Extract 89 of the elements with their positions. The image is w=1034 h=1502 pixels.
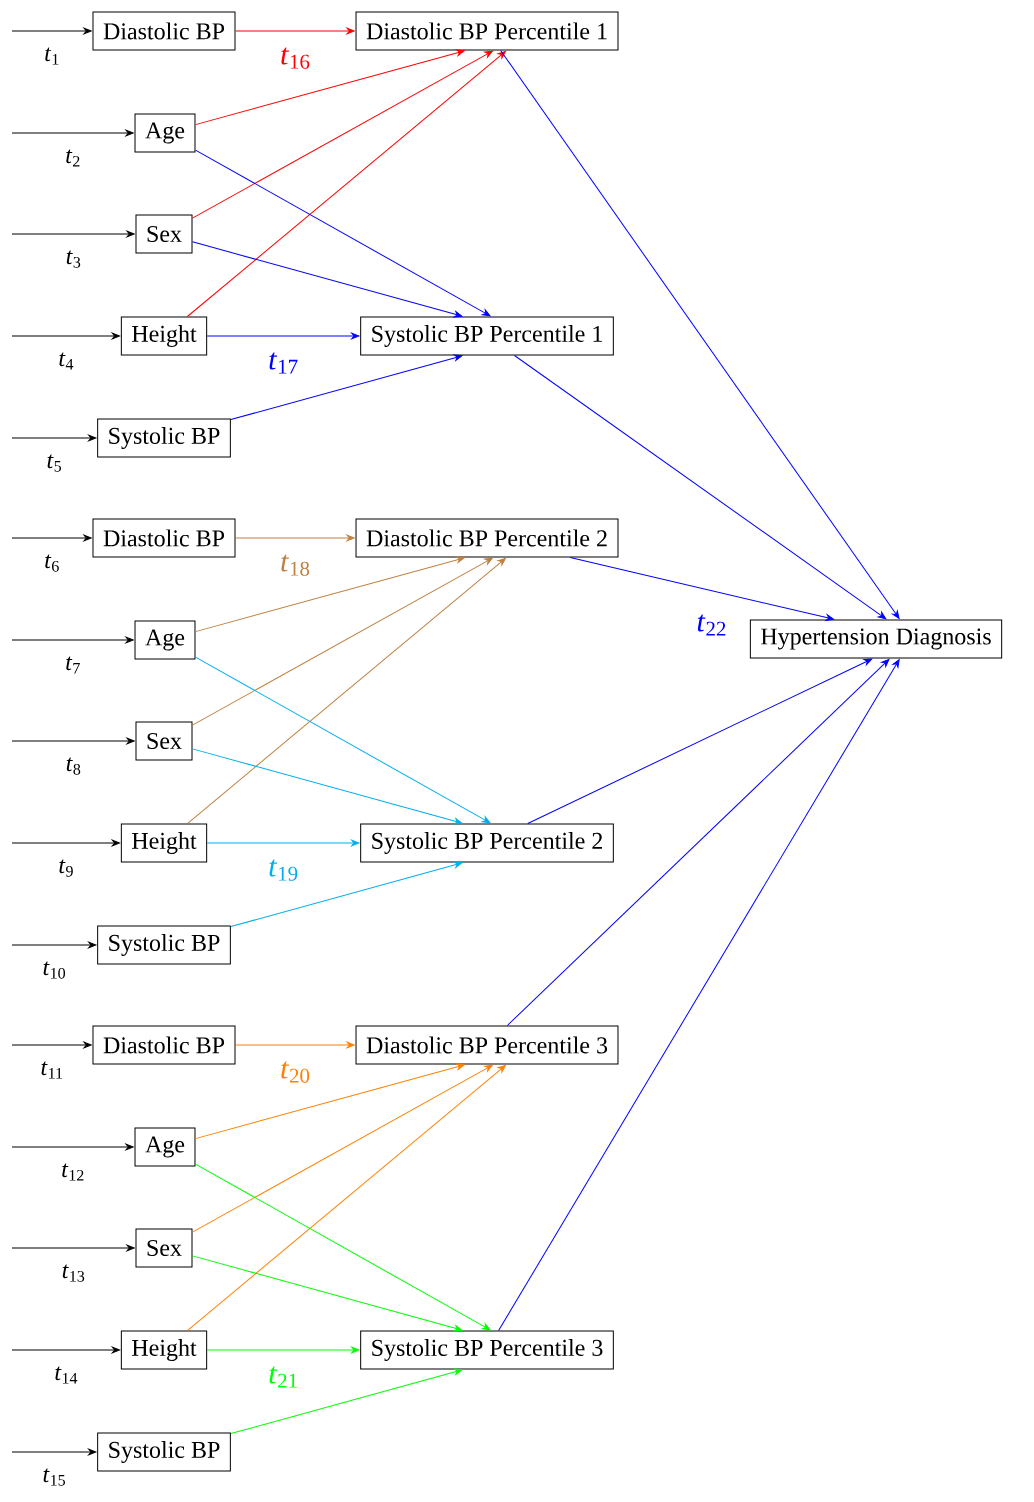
arrow [192, 748, 463, 825]
arrow [195, 149, 491, 317]
arrow [11, 737, 135, 745]
arrow [206, 839, 360, 847]
input-box: Age [134, 1127, 196, 1167]
arrow [11, 1041, 92, 1049]
edge-label: t$_{13}$ [62, 1264, 85, 1282]
arrow [206, 1346, 360, 1354]
edge-label: t$_{9}$ [59, 859, 73, 877]
variable-label: t$_{22}$ [697, 614, 726, 636]
edge-label: t$_{14}$ [55, 1366, 78, 1384]
arrow [230, 1368, 463, 1435]
edge-label: t$_{16}$ [281, 47, 310, 69]
arrow [506, 658, 890, 1026]
arrow [235, 27, 355, 35]
arrow [500, 50, 900, 619]
input-box: Age [134, 620, 196, 660]
arrow [527, 658, 873, 824]
input-box: Sex [135, 214, 193, 254]
arrow [230, 354, 463, 421]
input-box: Sex [135, 1228, 193, 1268]
edge-label: t$_{6}$ [45, 554, 59, 572]
percentile-box: Diastolic BP Percentile 2 [355, 518, 619, 558]
percentile-box: Systolic BP Percentile 1 [360, 316, 614, 356]
arrow [11, 839, 120, 847]
input-box: Height [120, 1330, 208, 1370]
input-box: Systolic BP [97, 418, 231, 458]
percentile-box: Systolic BP Percentile 2 [360, 823, 614, 863]
arrow [206, 332, 360, 340]
edge-label: t$_{5}$ [47, 454, 61, 472]
arrow [195, 1063, 465, 1140]
arrow [11, 434, 97, 442]
input-box: Diastolic BP [92, 518, 236, 558]
arrow [195, 1163, 491, 1331]
arrow [11, 534, 92, 542]
arrow [235, 534, 355, 542]
arrow [11, 636, 134, 644]
input-box: Age [134, 113, 196, 153]
arrow [186, 1064, 506, 1331]
edge-label: t$_{10}$ [43, 961, 66, 979]
edge-label: t$_{11}$ [41, 1061, 63, 1079]
edge-label: t$_{3}$ [66, 250, 81, 268]
arrow [235, 1041, 355, 1049]
arrow [11, 941, 97, 949]
input-box: Height [120, 823, 208, 863]
arrow [11, 1143, 134, 1151]
input-box: Systolic BP [97, 925, 231, 965]
edge-label: t$_{19}$ [269, 859, 298, 881]
percentile-box: Diastolic BP Percentile 3 [355, 1025, 619, 1065]
arrow [192, 241, 463, 318]
arrow [195, 556, 465, 633]
arrow [11, 27, 92, 35]
edge-label: t$_{15}$ [43, 1468, 65, 1486]
arrow [195, 656, 491, 824]
arrow [195, 49, 465, 126]
arrow [192, 557, 493, 726]
edge-label: t$_{2}$ [66, 149, 80, 167]
edge-label: t$_{7}$ [66, 656, 80, 674]
input-box: Systolic BP [97, 1432, 231, 1472]
arrow [11, 129, 134, 137]
percentile-box: Diastolic BP Percentile 1 [355, 11, 619, 51]
arrow [498, 659, 900, 1331]
input-box: Sex [135, 721, 193, 761]
edge-label: t$_{17}$ [269, 352, 298, 374]
edge-label: t$_{4}$ [59, 352, 74, 370]
arrow [11, 1346, 120, 1354]
arrow [514, 355, 887, 620]
arrow [11, 1244, 135, 1252]
input-box: Height [120, 316, 208, 356]
edge-label: t$_{20}$ [281, 1061, 310, 1083]
edge-label: t$_{8}$ [66, 757, 81, 775]
arrow [11, 230, 135, 238]
arrow [192, 1255, 463, 1332]
arrow [186, 50, 506, 317]
edge-label: t$_{18}$ [281, 554, 310, 576]
arrow [11, 1448, 97, 1456]
arrow [192, 1064, 493, 1233]
edge-label: t$_{21}$ [269, 1366, 297, 1388]
input-box: Diastolic BP [92, 1025, 236, 1065]
edge-label: t$_{1}$ [45, 47, 59, 65]
arrow [192, 50, 493, 219]
edge-label: t$_{12}$ [62, 1163, 84, 1181]
percentile-box: Systolic BP Percentile 3 [360, 1330, 614, 1370]
arrow [186, 557, 506, 824]
arrow [569, 557, 835, 621]
input-box: Diastolic BP [92, 11, 236, 51]
arrow [11, 332, 120, 340]
arrow [230, 861, 463, 928]
diagnosis-box: Hypertension Diagnosis [749, 619, 1003, 659]
